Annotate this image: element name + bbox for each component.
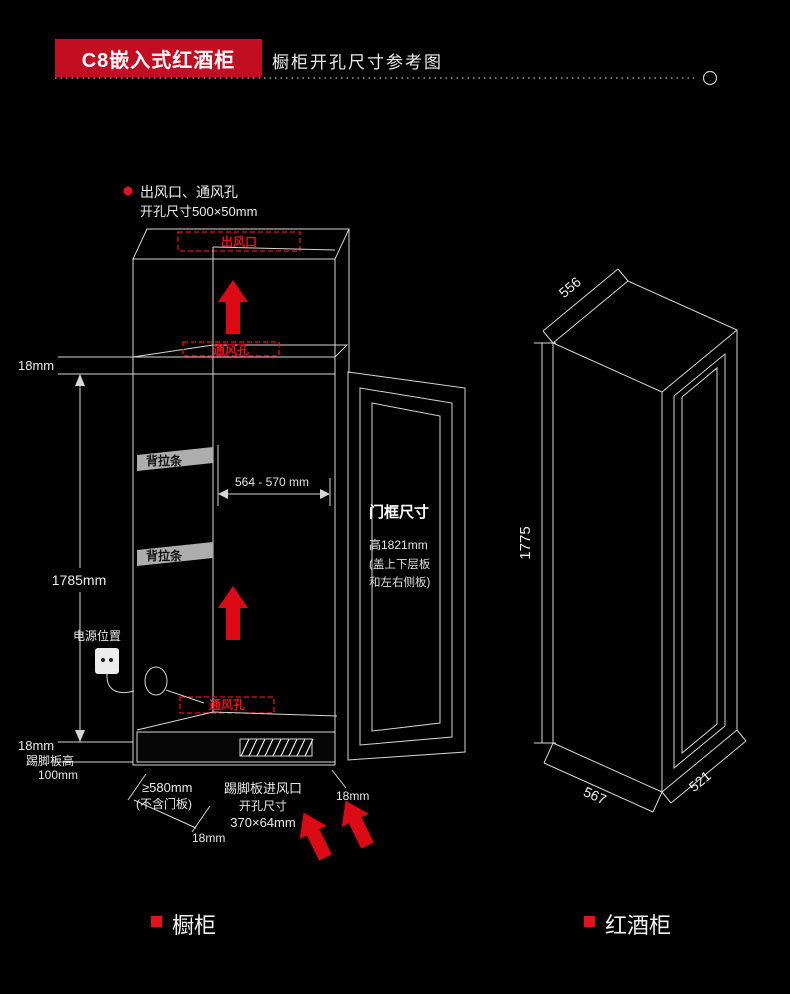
power-label: 电源位置 bbox=[73, 628, 121, 643]
cabinet-caption: 橱柜 bbox=[172, 913, 216, 938]
dim-left-18: 18mm bbox=[192, 831, 225, 845]
kickboard-height-value: 100mm bbox=[38, 768, 78, 782]
power-outlet-icon bbox=[95, 648, 119, 674]
intake-arrow-icon bbox=[341, 800, 374, 849]
product-badge: C8嵌入式红酒柜 bbox=[55, 39, 262, 77]
back-rail-1 bbox=[137, 447, 213, 471]
captions: 橱柜 红酒柜 bbox=[151, 913, 671, 938]
back-rail-1-label: 背拉条 bbox=[146, 453, 183, 468]
door-frame-line1: 高1821mm bbox=[369, 537, 428, 552]
vent-top-label: 通风孔 bbox=[213, 342, 249, 357]
vent-bottom-label: 通风孔 bbox=[209, 697, 245, 712]
power-cable bbox=[106, 673, 135, 694]
wine-cabinet-caption: 红酒柜 bbox=[605, 913, 671, 938]
airflow-up-arrow-icon bbox=[218, 586, 248, 640]
dim-height: 1785mm bbox=[52, 572, 106, 588]
vent-note-line1: 出风口、通风孔 bbox=[140, 184, 238, 200]
page-title: 橱柜开孔尺寸参考图 bbox=[272, 53, 443, 72]
back-rail-2-label: 背拉条 bbox=[146, 548, 183, 563]
air-outlet-label: 出风口 bbox=[221, 234, 257, 249]
header-rule bbox=[55, 70, 718, 86]
door-frame-line3: 和左右侧板) bbox=[369, 575, 430, 589]
vent-note: 出风口、通风孔 开孔尺寸500×50mm bbox=[123, 184, 257, 219]
kick-vent-label-2: 开孔尺寸 bbox=[239, 799, 287, 813]
cabinet-diagram: 出风口 通风孔 背拉条 背拉条 564 - 570 bbox=[18, 228, 466, 861]
wine-dim-top: 556 bbox=[556, 273, 584, 300]
dim-bottom-18: 18mm bbox=[18, 738, 54, 753]
left-dimensions: 18mm 1785mm 18mm 踢脚板高 100mm bbox=[18, 356, 133, 782]
vent-note-line2: 开孔尺寸500×50mm bbox=[140, 204, 257, 219]
door-frame-line2: (盖上下层板 bbox=[369, 557, 431, 571]
note-bullet-icon bbox=[123, 186, 133, 196]
inner-width-label: 564 - 570 mm bbox=[235, 475, 309, 489]
dim-right-18: 18mm bbox=[336, 789, 369, 803]
wine-door-frame-outer bbox=[673, 352, 726, 770]
wine-dim-depth: 567 bbox=[581, 783, 609, 807]
kick-vent-opening bbox=[239, 738, 313, 757]
air-outlet-opening bbox=[177, 231, 301, 252]
rule-end-circle-icon bbox=[702, 70, 718, 86]
wine-dim-height: 1775 bbox=[517, 526, 534, 559]
airflow-up-arrow-icon bbox=[218, 280, 248, 334]
power-position: 电源位置 bbox=[73, 628, 205, 704]
caption-bullet-icon bbox=[151, 916, 162, 927]
dim-depth-2: (不含门板) bbox=[136, 796, 192, 811]
wine-door-frame-inner bbox=[681, 366, 718, 755]
door-frame-title: 门框尺寸 bbox=[369, 503, 429, 521]
bottom-dimensions: ≥580mm (不含门板) 18mm 踢脚板进风口 开孔尺寸 370×64mm … bbox=[127, 769, 369, 845]
wine-top-face bbox=[552, 280, 738, 393]
kick-vent-label-1: 踢脚板进风口 bbox=[224, 781, 302, 796]
dim-top-18: 18mm bbox=[18, 358, 54, 373]
back-rail-2 bbox=[137, 542, 213, 566]
cabinet-front-face bbox=[132, 258, 336, 766]
inner-width-dimension: 564 - 570 mm bbox=[217, 445, 331, 506]
kickboard-height-label: 踢脚板高 bbox=[26, 753, 74, 768]
cabinet-door: 门框尺寸 高1821mm (盖上下层板 和左右侧板) bbox=[347, 371, 466, 761]
vent-bottom-opening bbox=[179, 696, 275, 714]
intake-arrow-icon bbox=[299, 812, 332, 861]
vent-top-opening bbox=[182, 341, 280, 357]
kick-vent-label-3: 370×64mm bbox=[230, 815, 295, 830]
caption-bullet-icon bbox=[584, 916, 595, 927]
dim-depth-1: ≥580mm bbox=[142, 780, 192, 795]
kickboard bbox=[136, 731, 336, 763]
wine-cabinet-diagram: 556 1775 521 567 bbox=[517, 268, 747, 813]
